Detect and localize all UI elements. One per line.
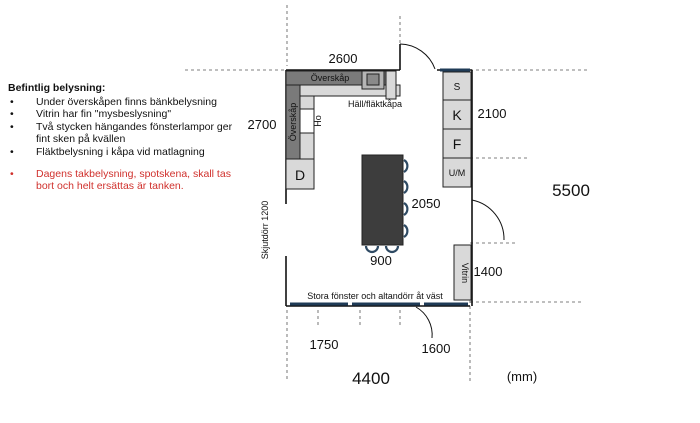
dim-1750: 1750 <box>310 337 339 352</box>
chair <box>364 245 380 254</box>
note-item: Två stycken hängandes fönsterlampor ger … <box>8 121 240 146</box>
dimension-guides <box>185 5 590 382</box>
wall-cabinets <box>285 70 401 190</box>
chair <box>403 202 409 216</box>
chair <box>384 245 400 254</box>
label-overskap-top: Överskåp <box>311 73 350 83</box>
kitchen-island <box>361 154 409 254</box>
lighting-notes: Befintlig belysning: Under överskåpen fi… <box>8 82 240 193</box>
label-skjutdorr: Skjutdörr 1200 <box>260 201 270 260</box>
note-item: Fläktbelysning i kåpa vid matlagning <box>8 146 240 159</box>
door-swings <box>399 43 505 339</box>
dim-5500: 5500 <box>552 181 590 200</box>
notes-title: Befintlig belysning: <box>8 82 106 94</box>
dim-4400: 4400 <box>352 369 390 388</box>
label-d: D <box>295 167 305 183</box>
label-fonster: Stora fönster och altandörr åt väst <box>307 291 443 301</box>
note-item: Vitrin har fin "mysbeslysning" <box>8 108 240 121</box>
note-warning: Dagens takbelysning, spotskena, skall ta… <box>8 168 240 193</box>
windows <box>290 68 470 306</box>
plan-labels: Överskåp Överskåp Ho Häll/fläktkåpa D S … <box>260 73 470 301</box>
dim-900: 900 <box>370 253 392 268</box>
dishwasher <box>285 158 315 190</box>
island-counter <box>361 154 404 246</box>
label-k: K <box>452 107 462 123</box>
counter-top <box>299 84 401 97</box>
dimension-values: 2600 2700 2100 5500 2050 900 1400 1750 1… <box>248 51 590 388</box>
dim-2600: 2600 <box>329 51 358 66</box>
chair <box>403 224 409 238</box>
chair <box>403 159 409 173</box>
dim-2100: 2100 <box>478 106 507 121</box>
label-s: S <box>454 82 461 93</box>
vitrin-cabinet <box>453 244 472 301</box>
note-item: Under överskåpen finns bänkbelysning <box>8 96 240 109</box>
dim-1600: 1600 <box>422 341 451 356</box>
label-overskap-left: Överskåp <box>288 103 298 142</box>
um-cabinet <box>442 157 472 188</box>
chair <box>403 180 409 194</box>
dim-2700: 2700 <box>248 117 277 132</box>
label-ho: Ho <box>313 115 323 127</box>
label-um: U/M <box>449 168 466 178</box>
sink <box>299 108 315 134</box>
dim-unit: (mm) <box>507 369 537 384</box>
notes-list: Under överskåpen finns bänkbelysning Vit… <box>8 96 240 193</box>
right-column <box>442 71 472 301</box>
dim-1400: 1400 <box>474 264 503 279</box>
label-vitrin: Vitrin <box>460 263 470 283</box>
dim-2050: 2050 <box>412 196 441 211</box>
label-f: F <box>453 136 462 152</box>
label-hall: Häll/fläktkåpa <box>348 99 402 109</box>
